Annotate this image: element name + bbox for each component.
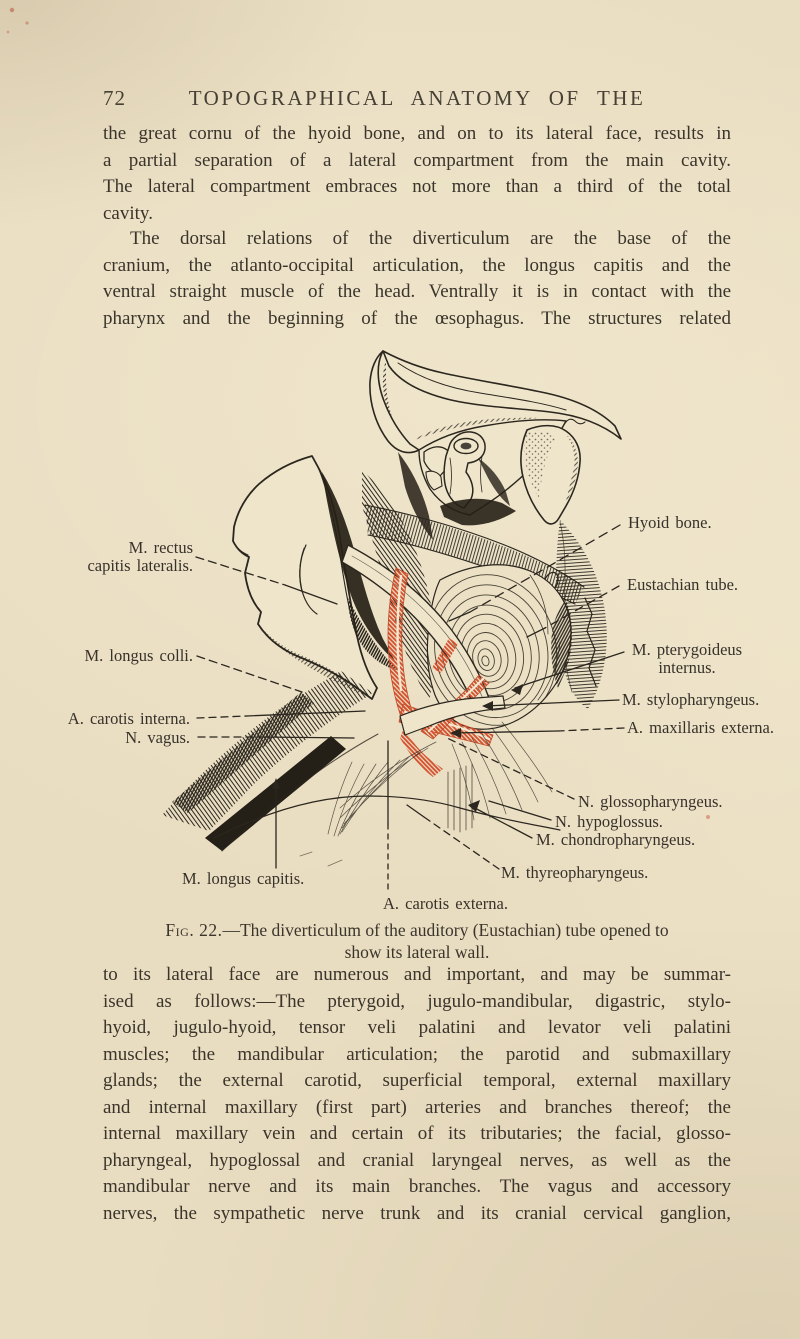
label-m-stylopharyngeus: M. stylopharyngeus. [622, 690, 760, 709]
body-line: and internal maxillary (first part) arte… [103, 1096, 731, 1118]
label-n-vagus: N. vagus. [125, 728, 190, 747]
body-line: The lateral compartment embraces not mor… [103, 176, 731, 197]
body-line: to its lateral face are numerous and imp… [103, 964, 731, 985]
leader-a-maxillaris-externa [557, 727, 625, 732]
leader-hyoid-bone [469, 524, 621, 613]
leader-eustachian-tube [544, 585, 620, 629]
label-n-glossopharyngeus: N. glossopharyngeus. [578, 792, 723, 811]
label-m-longus-colli: M. longus colli. [84, 646, 193, 665]
label-m-rectus-capitis-lateralis: M. rectus capitis lateralis. [87, 538, 193, 575]
body-line: nerves, the sympathetic nerve trunk and … [103, 1202, 731, 1224]
leader-m-chondropharyngeus [470, 805, 533, 839]
page-number: 72 [103, 86, 126, 110]
carotid-arteries [387, 567, 494, 777]
body-line: pharyngeal, hypoglossal and cranial lary… [103, 1149, 731, 1171]
leader-m-pterygoideus [514, 651, 625, 689]
label-m-pterygoideus-internus: M. pterygoideus internus. [631, 640, 743, 677]
leader-m-longus-colli [196, 655, 303, 693]
running-head: 72 TOPOGRAPHICAL ANATOMY OF THE [103, 86, 731, 110]
label-a-maxillaris-externa: A. maxillaris externa. [627, 718, 774, 737]
running-title: TOPOGRAPHICAL ANATOMY OF THE [188, 86, 646, 110]
figure-caption-line2: show its lateral wall. [344, 942, 490, 962]
label-a-carotis-interna: A. carotis interna. [67, 709, 190, 728]
body-line: The dorsal relations of the diverticulum… [130, 228, 731, 249]
leader-m-stylopharyngeus [484, 699, 620, 707]
leader-m-rectus [195, 556, 286, 586]
label-m-chondropharyngeus: M. chondropharyngeus. [536, 830, 696, 849]
figure-caption-number: Fig. 22. [165, 920, 223, 940]
label-m-longus-capitis: M. longus capitis. [182, 869, 305, 888]
label-eustachian-tube: Eustachian tube. [627, 575, 739, 594]
body-line: cranium, the atlanto-occipital articulat… [103, 254, 731, 276]
label-hyoid-bone: Hyoid bone. [628, 513, 712, 532]
body-line: internal maxillary vein and certain of i… [103, 1123, 731, 1144]
body-line: the great cornu of the hyoid bone, and o… [103, 123, 731, 144]
body-line: muscles; the mandibular articulation; th… [103, 1043, 731, 1065]
body-line: a partial separation of a lateral compar… [103, 149, 731, 171]
body-line: glands; the external carotid, superficia… [103, 1070, 731, 1091]
leader-m-thyreopharyngeus [423, 816, 500, 870]
figure-caption: Fig. 22.—The diverticulum of the auditor… [103, 919, 731, 941]
body-line: hyoid, jugulo-hyoid, tensor veli palatin… [103, 1017, 731, 1038]
leader-n-glossopharyngeus [446, 737, 575, 800]
leader-a-carotis-interna [196, 715, 248, 719]
figure-caption-text: —The diverticulum of the auditory (Eusta… [222, 920, 669, 940]
body-line: ised as follows:—The pterygoid, jugulo-m… [103, 990, 731, 1012]
body-line: ventral straight muscle of the head. Ven… [103, 281, 731, 302]
leader-n-hypoglossus [488, 800, 552, 821]
body-line: cavity. [103, 202, 153, 224]
body-line: pharynx and the beginning of the œsophag… [103, 307, 731, 329]
label-a-carotis-externa: A. carotis externa. [383, 894, 508, 913]
body-line: mandibular nerve and its main branches. … [103, 1176, 731, 1197]
label-n-hypoglossus: N. hypoglossus. [555, 812, 663, 831]
label-m-thyreopharyngeus: M. thyreopharyngeus. [501, 863, 649, 882]
